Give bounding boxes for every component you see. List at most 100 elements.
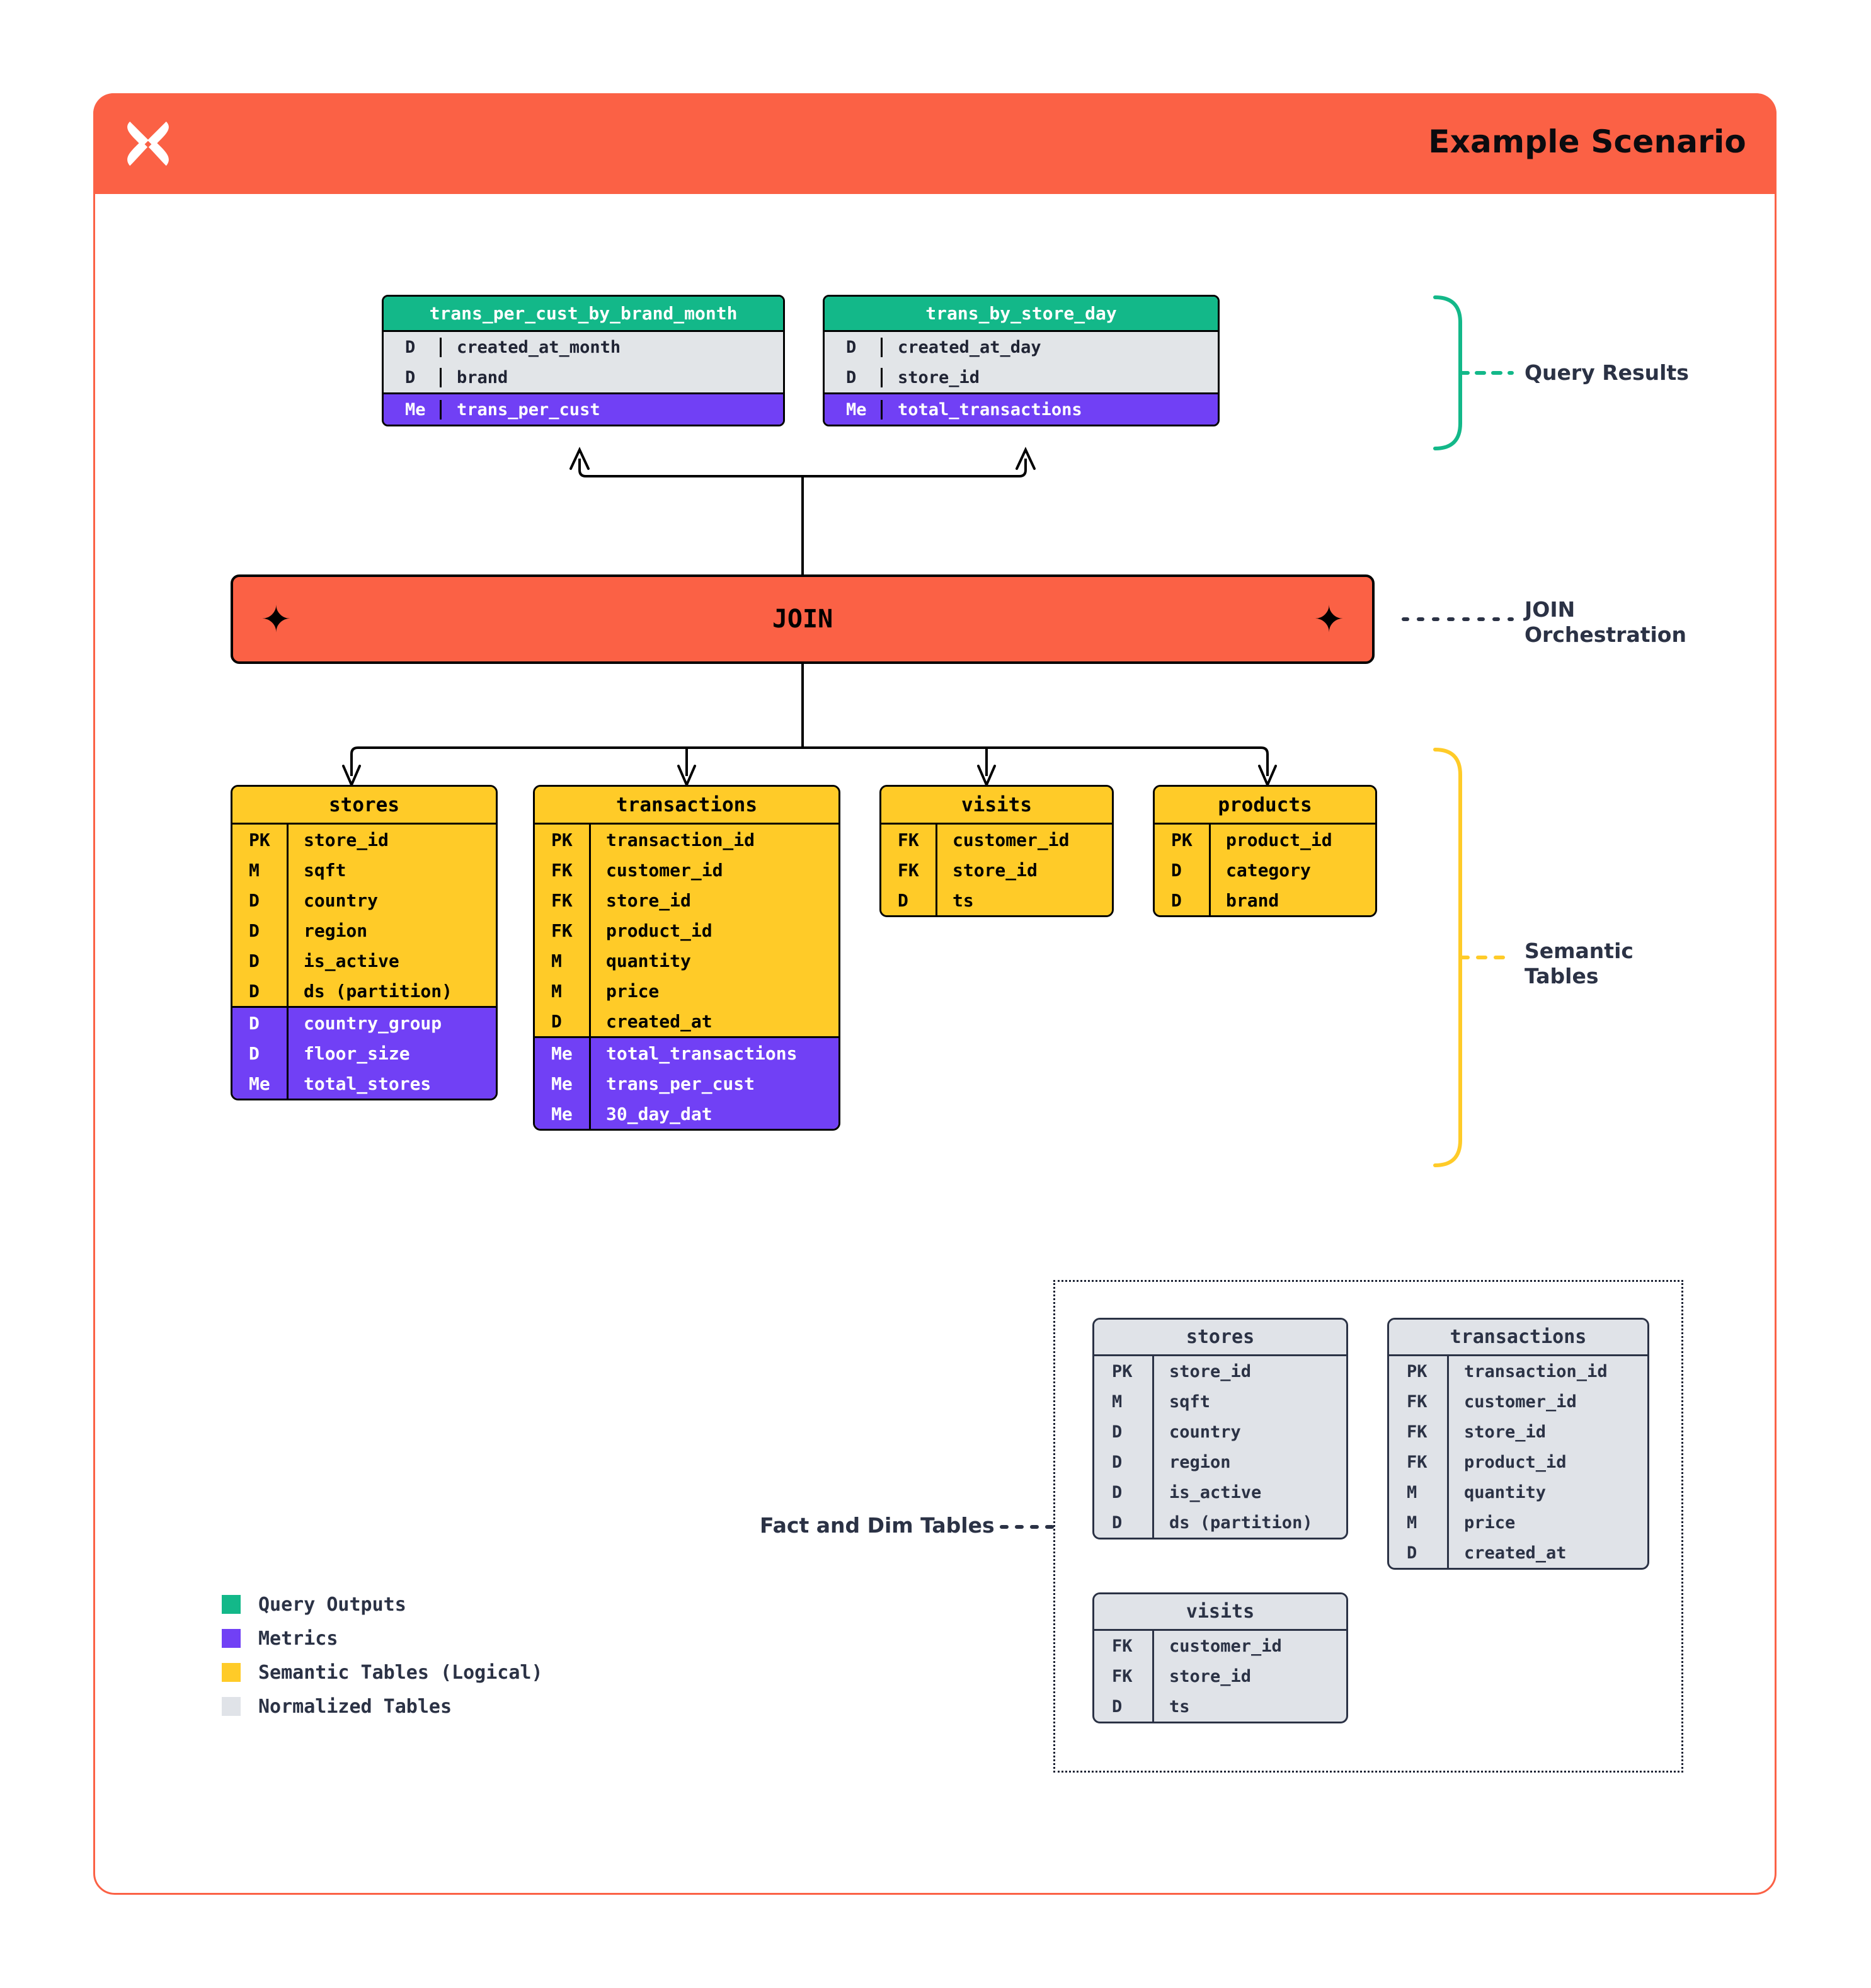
- col-field: store_id: [589, 885, 838, 915]
- join-label: JOIN: [772, 605, 833, 634]
- col-kind: D: [551, 1010, 562, 1032]
- col-field: customer_id: [589, 855, 838, 885]
- col-field: product_id: [1447, 1447, 1647, 1477]
- col-field: is_active: [287, 945, 496, 976]
- legend-item-normalized-tables: Normalized Tables: [222, 1689, 543, 1723]
- col-field: created_at_month: [457, 337, 621, 357]
- col-kind: D: [1171, 859, 1182, 881]
- col-kind: M: [551, 980, 562, 1002]
- col-kind: Me: [249, 1073, 270, 1094]
- col-field: total_stores: [287, 1068, 496, 1099]
- table-row: FK store_id: [1389, 1417, 1647, 1447]
- col-kind: Me: [551, 1073, 573, 1094]
- table-header: products: [1155, 787, 1375, 825]
- table-row-metric: Me total_stores: [232, 1068, 496, 1099]
- col-field: country_group: [287, 1008, 496, 1038]
- annotation-semantic-tables: Semantic Tables: [1525, 939, 1634, 990]
- col-kind: FK: [1112, 1636, 1133, 1656]
- col-kind: D: [825, 367, 883, 387]
- col-field: created_at_day: [898, 337, 1041, 357]
- join-orchestration-bar[interactable]: ✦ JOIN ✦: [231, 574, 1375, 664]
- col-field: trans_per_cust: [589, 1068, 838, 1099]
- col-field: customer_id: [936, 825, 1112, 855]
- col-field: customer_id: [1152, 1631, 1346, 1661]
- title-bar: Example Scenario: [93, 93, 1777, 194]
- col-field: is_active: [1152, 1477, 1346, 1507]
- table-row: D created_at_day: [825, 332, 1218, 362]
- col-kind: M: [249, 859, 260, 881]
- col-kind: D: [249, 1043, 260, 1064]
- col-kind: FK: [1407, 1422, 1428, 1442]
- table-row: D brand: [384, 362, 783, 392]
- col-field: transaction_id: [589, 825, 838, 855]
- annotation-label: Fact and Dim Tables: [760, 1513, 995, 1538]
- col-kind: D: [825, 337, 883, 357]
- legend-label: Semantic Tables (Logical): [258, 1661, 543, 1684]
- col-kind: M: [551, 950, 562, 971]
- query-result-table-trans-per-cust-by-brand-month[interactable]: trans_per_cust_by_brand_month D created_…: [382, 295, 785, 426]
- col-field: product_id: [1209, 825, 1375, 855]
- col-kind: D: [1171, 889, 1182, 911]
- col-field: 30_day_dat: [589, 1099, 838, 1129]
- col-kind: D: [1407, 1543, 1417, 1563]
- table-header: transactions: [1389, 1320, 1647, 1356]
- col-kind: PK: [1112, 1361, 1133, 1381]
- legend-item-metrics: Metrics: [222, 1621, 543, 1655]
- col-field: ds (partition): [1152, 1507, 1346, 1538]
- table-header: visits: [881, 787, 1112, 825]
- col-kind: FK: [898, 829, 919, 850]
- col-field: category: [1209, 855, 1375, 885]
- sparkle-icon: ✦: [1313, 598, 1344, 641]
- table-header: visits: [1094, 1594, 1346, 1631]
- col-field: store_id: [1447, 1417, 1647, 1447]
- sparkle-icon: ✦: [261, 598, 292, 641]
- page-title: Example Scenario: [1428, 123, 1746, 160]
- col-field: product_id: [589, 915, 838, 945]
- col-kind: FK: [551, 889, 573, 911]
- col-kind: FK: [1112, 1666, 1133, 1686]
- col-kind: M: [1407, 1512, 1417, 1533]
- table-header: transactions: [535, 787, 838, 825]
- table-row: FK customer_id: [881, 825, 1112, 855]
- col-kind: PK: [249, 829, 270, 850]
- table-header: trans_per_cust_by_brand_month: [384, 297, 783, 332]
- col-kind: FK: [1407, 1452, 1428, 1472]
- col-field: region: [1152, 1447, 1346, 1477]
- query-result-table-trans-by-store-day[interactable]: trans_by_store_day D created_at_day D st…: [823, 295, 1220, 426]
- col-field: ts: [1152, 1691, 1346, 1722]
- col-kind: D: [1112, 1696, 1123, 1717]
- legend-swatch: [222, 1697, 241, 1716]
- table-header: stores: [232, 787, 496, 825]
- annotation-label: Query Results: [1525, 360, 1689, 385]
- table-row-metric: Me total_transactions: [825, 392, 1218, 425]
- col-kind: Me: [825, 399, 883, 420]
